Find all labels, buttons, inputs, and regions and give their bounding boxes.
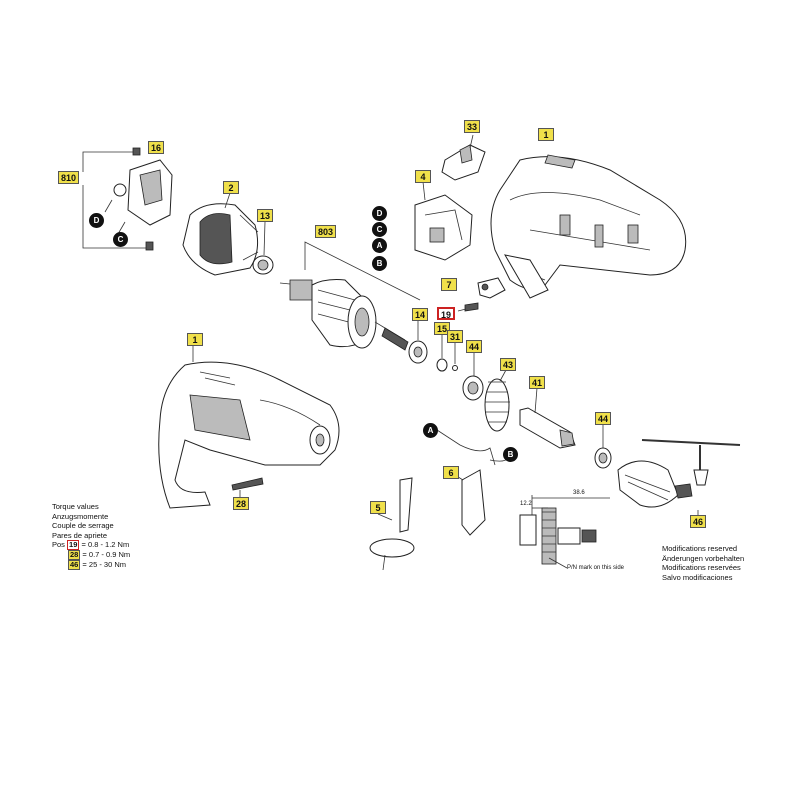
label-44-a: 44 bbox=[466, 340, 483, 353]
modifications-en: Modifications reserved bbox=[662, 544, 738, 553]
part-46-chuck-and-key bbox=[617, 439, 741, 508]
torque-pos-28: 28 bbox=[68, 550, 81, 560]
label-810: 810 bbox=[58, 171, 80, 184]
part-43-gear bbox=[484, 378, 510, 432]
connector-d-mid: D bbox=[372, 206, 387, 221]
modifications-es: Salvo modificaciones bbox=[662, 572, 733, 582]
label-43: 43 bbox=[500, 358, 517, 371]
label-15: 15 bbox=[434, 322, 451, 335]
housing-half-bottom bbox=[158, 361, 340, 509]
part-810-brush-set bbox=[82, 147, 173, 251]
connector-b-mid: B bbox=[372, 256, 387, 271]
torque-pos-46: 46 bbox=[68, 560, 81, 570]
connector-d-left: D bbox=[89, 213, 104, 228]
torque-pos-19: 19 bbox=[67, 540, 80, 550]
label-44-b: 44 bbox=[595, 412, 612, 425]
part-4-switch bbox=[414, 194, 473, 261]
connector-a-mid: A bbox=[372, 238, 387, 253]
torque-values-note: Torque values Anzugsmomente Couple de se… bbox=[52, 502, 130, 570]
label-4: 4 bbox=[415, 170, 431, 183]
label-33: 33 bbox=[464, 120, 481, 133]
part-31-ball bbox=[452, 365, 458, 371]
part-41-spindle bbox=[519, 407, 576, 449]
label-41: 41 bbox=[529, 376, 546, 389]
label-1-bottom: 1 bbox=[187, 333, 203, 346]
part-28-screw bbox=[231, 477, 264, 491]
spindle-detail-drawing bbox=[519, 495, 610, 569]
torque-row-2: 28 = 0.7 - 0.9 Nm bbox=[68, 550, 131, 560]
torque-value-19: 0.8 - 1.2 Nm bbox=[87, 540, 130, 549]
label-13: 13 bbox=[257, 209, 274, 222]
pn-mark-note: P/N mark on this side bbox=[567, 565, 625, 571]
torque-row-1: Pos 19 = 0.8 - 1.2 Nm bbox=[52, 540, 130, 550]
label-31: 31 bbox=[447, 330, 464, 343]
connector-a-wire: A bbox=[423, 423, 438, 438]
label-2: 2 bbox=[223, 181, 239, 194]
torque-title-fr: Couple de serrage bbox=[52, 521, 114, 530]
connector-c-left: C bbox=[113, 232, 128, 247]
part-2-stator bbox=[182, 203, 259, 276]
dimension-top: 38.6 bbox=[573, 490, 585, 496]
torque-value-46: 25 - 30 Nm bbox=[88, 560, 127, 569]
part-6-switch-lever bbox=[436, 429, 509, 536]
label-46: 46 bbox=[690, 515, 707, 528]
part-33-cap bbox=[441, 144, 486, 181]
part-803-armature bbox=[279, 241, 421, 351]
torque-pos-label: Pos bbox=[52, 540, 65, 549]
label-28: 28 bbox=[233, 497, 250, 510]
torque-row-3: 46 = 25 - 30 Nm bbox=[68, 560, 127, 570]
part-13-bearing bbox=[252, 255, 274, 275]
torque-title-es: Pares de apriete bbox=[52, 530, 108, 540]
modifications-de: Änderungen vorbehalten bbox=[662, 553, 745, 563]
part-5-shaft bbox=[369, 477, 415, 571]
dimension-side: 12.2 bbox=[520, 501, 532, 507]
connector-c-mid: C bbox=[372, 222, 387, 237]
part-15-ring bbox=[436, 358, 448, 372]
modifications-fr: Modifications reservées bbox=[662, 563, 741, 572]
label-14: 14 bbox=[412, 308, 429, 321]
label-6: 6 bbox=[443, 466, 459, 479]
label-7: 7 bbox=[441, 278, 457, 291]
connector-b-wire: B bbox=[503, 447, 518, 462]
housing-half-top bbox=[490, 154, 687, 299]
label-1-top: 1 bbox=[538, 128, 554, 141]
label-16: 16 bbox=[148, 141, 165, 154]
torque-title-en: Torque values bbox=[52, 502, 99, 511]
torque-title-de: Anzugsmomente bbox=[52, 511, 109, 521]
part-7-and-19 bbox=[457, 277, 506, 312]
modifications-note: Modifications reserved Änderungen vorbeh… bbox=[662, 544, 744, 582]
label-803: 803 bbox=[315, 225, 337, 238]
torque-value-28: 0.7 - 0.9 Nm bbox=[88, 550, 131, 559]
label-5: 5 bbox=[370, 501, 386, 514]
label-19: 19 bbox=[437, 307, 456, 320]
